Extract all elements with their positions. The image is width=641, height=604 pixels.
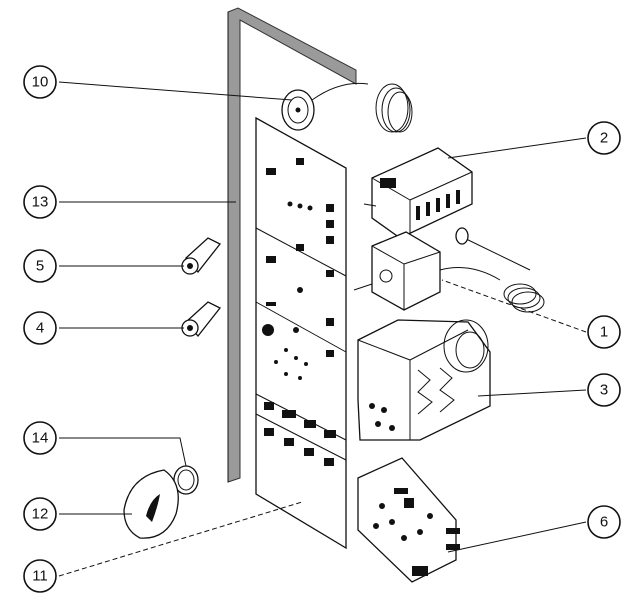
callout-13: 13 bbox=[23, 185, 57, 219]
callout-4-label: 4 bbox=[36, 320, 44, 337]
selector-switch bbox=[363, 147, 473, 239]
panel-markings bbox=[262, 158, 336, 466]
callout-4: 4 bbox=[23, 311, 57, 345]
switch-terminals bbox=[416, 190, 460, 220]
circuit-board bbox=[357, 457, 460, 583]
callout-12-label: 12 bbox=[32, 506, 49, 523]
callout-14: 14 bbox=[23, 421, 57, 455]
control-panel bbox=[255, 116, 347, 550]
callout-14-label: 14 bbox=[32, 430, 49, 447]
callout-2: 2 bbox=[587, 121, 621, 155]
callout-5: 5 bbox=[23, 249, 57, 283]
callout-11-label: 11 bbox=[32, 568, 48, 585]
callout-13-label: 13 bbox=[32, 194, 49, 211]
callout-3: 3 bbox=[587, 373, 621, 407]
callout-1-label: 1 bbox=[600, 324, 608, 341]
timer-programmer bbox=[357, 319, 491, 441]
callout-10: 10 bbox=[23, 65, 57, 99]
indicator-lamp-4 bbox=[181, 301, 222, 338]
thermostat bbox=[353, 227, 545, 313]
control-knob bbox=[123, 469, 179, 539]
callout-2-label: 2 bbox=[600, 130, 608, 147]
callout-5-label: 5 bbox=[36, 258, 44, 275]
callout-1: 1 bbox=[587, 315, 621, 349]
callout-6-label: 6 bbox=[600, 514, 608, 531]
callout-12: 12 bbox=[23, 497, 57, 531]
gauge-dial bbox=[281, 82, 413, 133]
callout-3-label: 3 bbox=[600, 382, 608, 399]
callout-11: 11 bbox=[23, 559, 57, 593]
leader-lines bbox=[58, 81, 587, 577]
indicator-lamp-5 bbox=[181, 237, 222, 275]
callout-10-label: 10 bbox=[32, 74, 49, 91]
frame-strip bbox=[227, 7, 357, 483]
callout-6: 6 bbox=[587, 505, 621, 539]
